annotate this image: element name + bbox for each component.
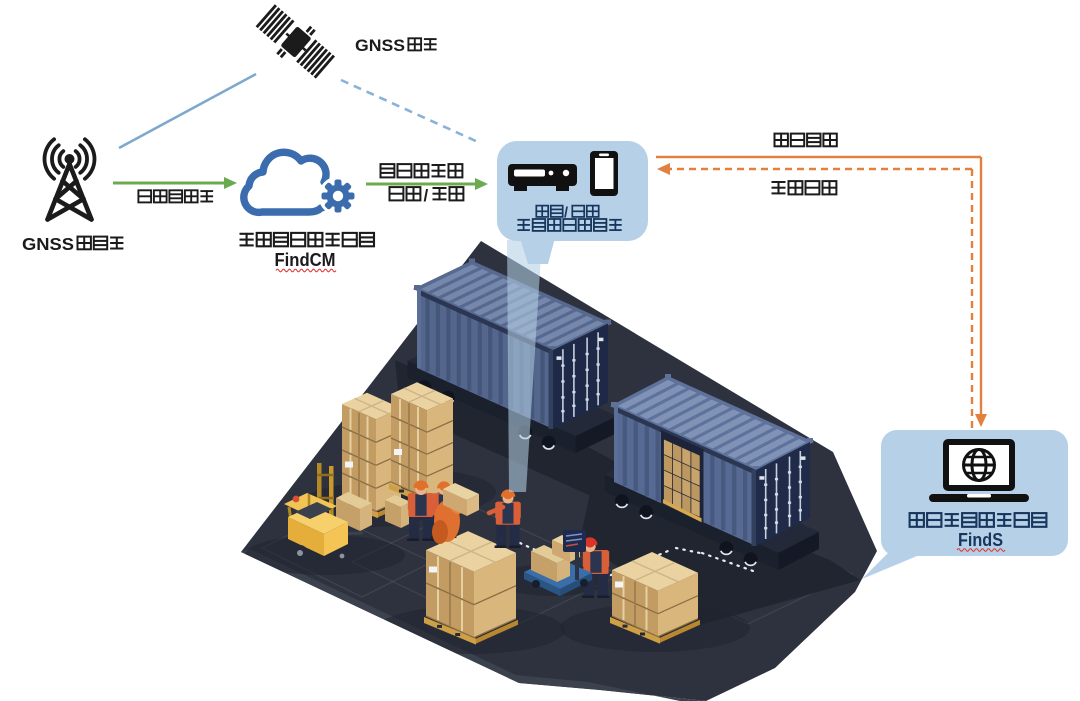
- svg-text:FindS: FindS: [958, 530, 1003, 550]
- svg-text:/: /: [564, 206, 568, 222]
- svg-text:/: /: [424, 186, 429, 205]
- svg-text:GNSS: GNSS: [355, 36, 405, 55]
- svg-text:GNSS: GNSS: [22, 234, 74, 254]
- svg-text:FindCM: FindCM: [275, 250, 336, 270]
